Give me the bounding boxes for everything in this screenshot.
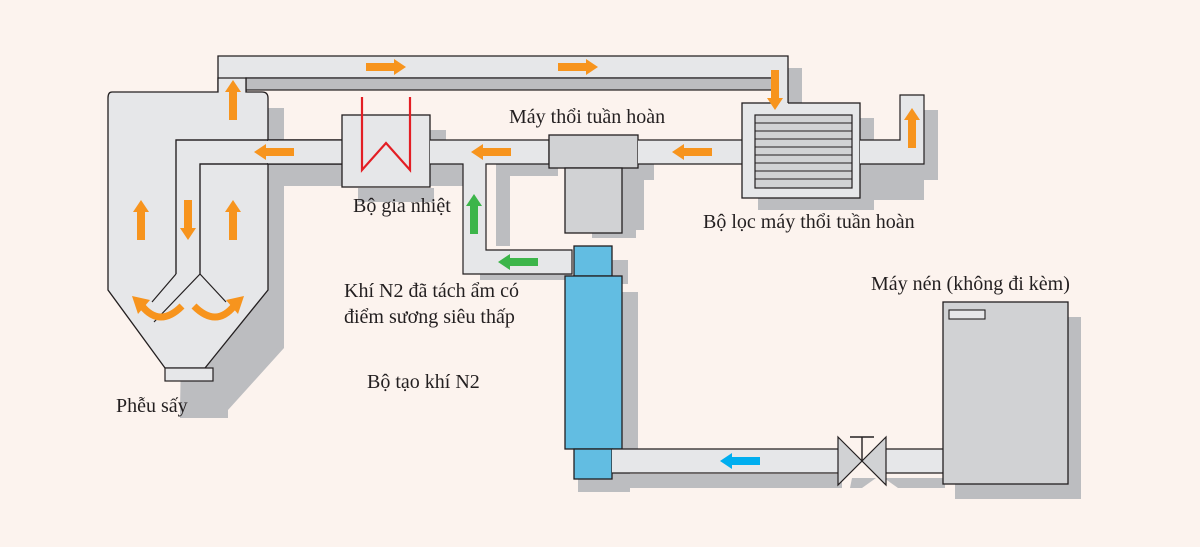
- flow-arrow-hopper-outlet-up-icon: [225, 80, 241, 120]
- compressor-body: [942, 301, 1069, 485]
- flow-arrow-hopper-swirl-left-icon: [132, 296, 185, 321]
- n2-generator-label: Bộ tạo khí N2: [367, 371, 480, 393]
- flow-arrow-blower-to-heater-left-icon: [471, 144, 511, 160]
- heater-box: [341, 114, 431, 188]
- compressor-panel: [948, 309, 986, 320]
- flow-arrow-hopper-left-up-icon: [133, 200, 149, 240]
- n2-generator-body: [564, 275, 623, 450]
- n2-generator-bottom-cap: [573, 448, 613, 480]
- flow-arrow-hopper-inner-down-icon: [180, 200, 196, 240]
- hopper-label: Phễu sấy: [116, 395, 188, 417]
- flow-arrow-return-line-right-2-icon: [558, 59, 598, 75]
- flow-arrow-hopper-swirl-right-icon: [191, 296, 244, 321]
- flow-arrow-filter-to-blower-left-icon: [672, 144, 712, 160]
- heater-coil: [360, 97, 412, 173]
- flow-arrow-hopper-right-up-icon: [225, 200, 241, 240]
- flow-arrow-dry-n2-left-icon: [498, 254, 538, 270]
- heater-label: Bộ gia nhiệt: [353, 195, 451, 217]
- dry-n2-note-line2: điểm sương siêu thấp: [344, 306, 515, 328]
- return-pipe-inner-band: [245, 77, 776, 91]
- hopper-outlet: [164, 367, 214, 382]
- valve-icon[interactable]: [837, 435, 887, 487]
- flow-arrow-filter-inlet-down-icon: [767, 70, 783, 110]
- flow-arrow-return-line-right-1-icon: [366, 59, 406, 75]
- flow-arrow-dry-n2-up-icon: [466, 194, 482, 234]
- flow-arrow-compressed-air-left-icon: [720, 453, 760, 469]
- blower-head: [548, 134, 639, 169]
- filter-element: [754, 114, 853, 189]
- compressor-label: Máy nén (không đi kèm): [871, 273, 1070, 295]
- flow-arrows: [132, 59, 920, 469]
- n2-generator-top-cap: [573, 245, 613, 277]
- dry-n2-note-line1: Khí N2 đã tách ẩm có: [344, 280, 519, 302]
- flow-arrow-heater-to-hopper-left-icon: [254, 144, 294, 160]
- flow-arrow-filter-outlet-up-icon: [904, 108, 920, 148]
- blower-filter-label: Bộ lọc máy thổi tuần hoàn: [703, 211, 915, 233]
- blower-label: Máy thổi tuần hoàn: [509, 106, 665, 128]
- blower-motor: [564, 167, 623, 234]
